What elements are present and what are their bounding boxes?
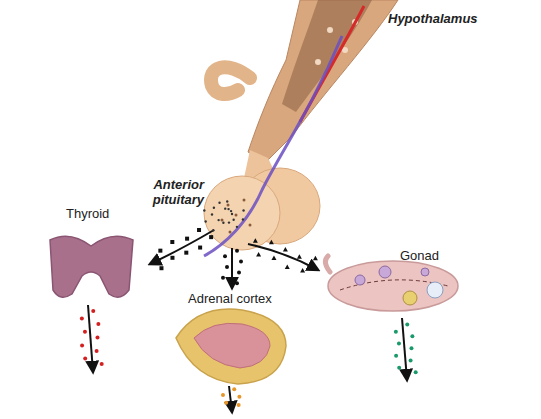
anterior-pituitary (204, 176, 280, 250)
hormone-dot (410, 334, 414, 338)
part-label: Anterior pituitary (140, 178, 204, 208)
adrenal-gland (176, 309, 286, 384)
hormone-dot (239, 260, 243, 264)
hormone-dot (283, 247, 288, 252)
follicle (403, 291, 417, 305)
hormone-dot (170, 240, 174, 244)
follicle (427, 282, 443, 298)
secretion-arrow (229, 386, 232, 412)
hormone-dot (185, 237, 189, 241)
hormone-dot (212, 229, 214, 231)
hormone-dot (83, 357, 87, 361)
hormone-dot (80, 317, 84, 321)
hormone-dot (313, 256, 318, 261)
hormone-dot (269, 240, 274, 245)
hormone-dot (198, 246, 202, 250)
ligament (325, 256, 330, 272)
hormone-dot (213, 206, 215, 208)
hormone-dot (232, 387, 236, 391)
hormone-dot (242, 218, 244, 220)
hormone-dot (237, 403, 241, 407)
hormone-dot (218, 202, 220, 204)
portal-vessel (204, 36, 342, 256)
hormone-dot (232, 219, 234, 221)
neuron (315, 59, 321, 65)
secretion-arrow (402, 318, 407, 380)
hormone-dot (209, 235, 213, 239)
hormone-dot (224, 401, 228, 405)
neuron (327, 27, 333, 33)
hormone-dot (91, 309, 95, 313)
hormone-arrow (248, 244, 318, 270)
hormone-dot (397, 341, 401, 345)
hormone-dot (235, 249, 239, 253)
hormone-dot (230, 210, 232, 212)
hormone-dot (223, 254, 227, 258)
hormone-dot (237, 395, 241, 399)
hormone-dot (409, 346, 413, 350)
hormone-dot (237, 270, 241, 274)
hormone-dot (228, 221, 230, 223)
follicle (421, 268, 429, 276)
hormone-dot (80, 343, 84, 347)
hormone-dot (300, 268, 305, 273)
hormone-dot (405, 323, 409, 327)
hormone-dot (225, 265, 229, 269)
optic-chiasm (211, 67, 250, 94)
hormone-dot (96, 322, 100, 326)
hormone-arrow (150, 230, 214, 264)
hormone-dot (409, 359, 413, 363)
hormone-dot (394, 354, 398, 358)
hormone-dot (242, 209, 244, 211)
organ-label: Adrenal cortex (188, 292, 272, 307)
hormone-dot (83, 330, 87, 334)
ovary (328, 261, 458, 311)
hormone-dot (414, 370, 418, 374)
hormone-dot (95, 335, 99, 339)
hormone-dot (235, 281, 239, 285)
organ-label: Gonad (400, 249, 439, 264)
hormone-dot (397, 366, 401, 370)
hormone-dot (211, 213, 213, 215)
thyroid-gland (50, 236, 133, 297)
hormone-dot (95, 349, 99, 353)
hormone-dot (394, 330, 398, 334)
hormone-dot (297, 254, 302, 259)
hormone-dot (236, 226, 238, 228)
hormone-dot (224, 207, 226, 209)
adrenal-medulla (194, 323, 270, 368)
hormone-arrow (231, 248, 233, 288)
hormone-dot (226, 200, 228, 202)
follicle (355, 275, 365, 285)
follicle (379, 266, 391, 278)
hormone-dot (221, 276, 225, 280)
hormone-dot (222, 221, 224, 223)
hormone-dot (221, 393, 225, 397)
hormone-dot (158, 249, 162, 253)
hormone-dot (256, 252, 261, 257)
hormone-dot (203, 209, 205, 211)
hormone-dot (227, 208, 229, 210)
hormone-dot (271, 256, 276, 260)
secretion-arrow (88, 305, 93, 372)
hormone-dot (204, 220, 206, 222)
organ-label: Thyroid (66, 207, 109, 222)
hormone-dot (231, 213, 233, 215)
hormone-dot (184, 251, 188, 255)
hormone-dot (253, 238, 258, 243)
hormone-dot (100, 362, 104, 366)
hormone-dot (217, 219, 219, 221)
region-label: Hypothalamus (388, 12, 478, 27)
hormone-dot (197, 228, 201, 232)
hormone-dot (285, 265, 290, 270)
hormone-dot (170, 256, 174, 260)
hormone-dot (159, 266, 163, 270)
